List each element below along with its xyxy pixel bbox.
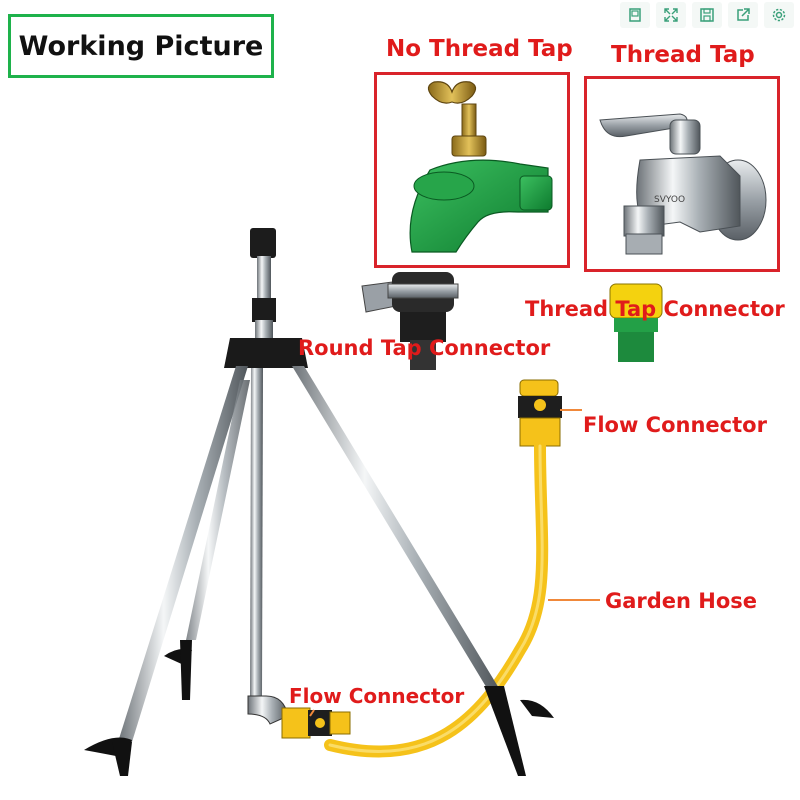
round-tap-connector-label: Round Tap Connector: [298, 336, 551, 360]
expand-icon: [664, 8, 678, 22]
round-tap-connector-image: [361, 272, 459, 370]
flow-connector-top-label: Flow Connector: [583, 413, 767, 437]
thread-tap-label: Thread Tap: [611, 42, 755, 68]
thread-tap-connector-image: [609, 283, 663, 362]
flow-connector-bottom-image: [281, 707, 351, 739]
gear-icon: [772, 8, 786, 22]
title-box: Working Picture: [8, 14, 274, 78]
toolbar: [614, 0, 800, 30]
page-icon: [629, 8, 641, 22]
expand-button[interactable]: [656, 2, 686, 28]
save-icon: [700, 8, 714, 22]
thread-tap-connector-label: Thread Tap Connector: [525, 297, 785, 321]
share-icon: [737, 8, 750, 21]
no-thread-tap-image: [409, 81, 553, 253]
flow-connector-top-image: [518, 379, 562, 447]
flow-connector-bottom-label: Flow Connector: [289, 684, 465, 708]
settings-button[interactable]: [764, 2, 794, 28]
save-button[interactable]: [692, 2, 722, 28]
no-thread-tap-label: No Thread Tap: [386, 36, 573, 62]
garden-hose-label: Garden Hose: [605, 589, 758, 613]
page-title: Working Picture: [18, 30, 264, 62]
leader-flow-connector-bottom: [309, 709, 315, 717]
hose-highlight: [328, 444, 544, 754]
tripod-sprinkler: [84, 228, 554, 776]
page-button[interactable]: [620, 2, 650, 28]
share-button[interactable]: [728, 2, 758, 28]
faucet-brand-text: SVYOO: [654, 195, 685, 205]
thread-tap-image: SVYOO: [599, 113, 767, 255]
